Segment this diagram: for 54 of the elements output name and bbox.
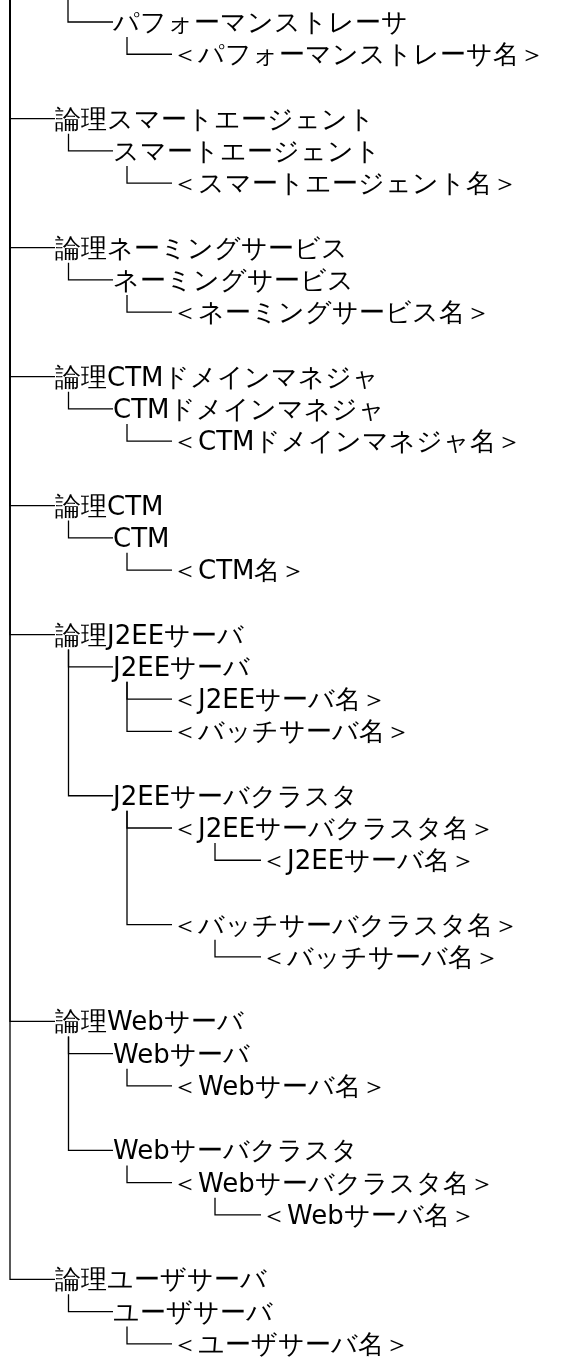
tree-item-label: ＜J2EEサーバ名＞ xyxy=(172,684,388,715)
tree-connector xyxy=(126,36,173,55)
tree-item-label: 論理スマートエージェント xyxy=(55,103,375,134)
tree-connector xyxy=(67,262,114,281)
tree-connector xyxy=(126,681,173,732)
tree-connector xyxy=(67,519,114,539)
tree-connector xyxy=(126,423,173,442)
tree-connector xyxy=(67,391,114,410)
tree-item-label: CTM xyxy=(113,522,170,553)
tree-item-label: J2EEサーバクラスタ xyxy=(113,780,359,811)
tree-item-label: パフォーマンストレーサ xyxy=(113,7,408,37)
tree-connector xyxy=(67,1035,114,1152)
tree-connector xyxy=(126,1068,173,1087)
tree-connector xyxy=(126,552,173,571)
tree-item-label: J2EEサーバ xyxy=(113,651,251,682)
tree-item-label: Webサーバクラスタ xyxy=(113,1135,358,1166)
tree-connector xyxy=(126,810,173,926)
tree-item-label: ＜パフォーマンストレーサ名＞ xyxy=(172,39,545,70)
tree-item-label: ＜Webサーバ名＞ xyxy=(172,1070,387,1101)
tree-item-label: ＜バッチサーバ名＞ xyxy=(172,716,411,747)
tree-item-label: 論理ネーミングサービス xyxy=(55,232,348,263)
tree-item-label: ユーザサーバ xyxy=(113,1296,273,1327)
tree-connector xyxy=(214,842,262,861)
tree-item-label: ＜バッチサーバクラスタ名＞ xyxy=(172,909,519,940)
tree-connector xyxy=(214,1197,262,1216)
tree-item-label: ＜Webサーバ名＞ xyxy=(261,1199,476,1230)
tree-connector xyxy=(214,939,262,958)
tree-item-label: スマートエージェント xyxy=(113,135,381,166)
tree-connector xyxy=(67,0,114,23)
tree-connector xyxy=(9,0,56,1280)
tree-item-label: ＜J2EEサーバ名＞ xyxy=(261,845,477,876)
tree-connector xyxy=(126,1164,173,1184)
tree-item-label: ＜ユーザサーバ名＞ xyxy=(172,1328,410,1359)
tree-item-label: ＜CTM名＞ xyxy=(172,555,307,586)
tree-connector xyxy=(67,133,114,152)
tree-connector xyxy=(67,648,114,797)
tree-item-label: CTMドメインマネジャ xyxy=(113,393,386,424)
tree-item-label: ＜Webサーバクラスタ名＞ xyxy=(172,1167,495,1198)
tree-item-label: Webサーバ xyxy=(113,1038,250,1069)
tree-item-label: 論理ユーザサーバ xyxy=(55,1264,267,1295)
tree-item-label: ＜バッチサーバ名＞ xyxy=(261,941,500,972)
tree-connector xyxy=(126,165,173,184)
tree-item-label: 論理J2EEサーバ xyxy=(55,619,245,650)
tree-item-label: ＜ネーミングサービス名＞ xyxy=(172,297,491,328)
tree-item-label: 論理Webサーバ xyxy=(55,1006,244,1037)
tree-connector xyxy=(67,1293,114,1313)
tree-item-label: ＜CTMドメインマネジャ名＞ xyxy=(172,426,523,457)
tree-connector xyxy=(126,1325,173,1345)
tree-item-label: ネーミングサービス xyxy=(113,264,354,295)
tree-item-label: ＜スマートエージェント名＞ xyxy=(172,168,518,199)
tree-item-label: 論理CTM xyxy=(55,490,164,521)
tree-item-label: 論理CTMドメインマネジャ xyxy=(55,361,380,392)
tree-item-label: ＜J2EEサーバクラスタ名＞ xyxy=(172,813,496,843)
tree-connector xyxy=(126,294,173,313)
